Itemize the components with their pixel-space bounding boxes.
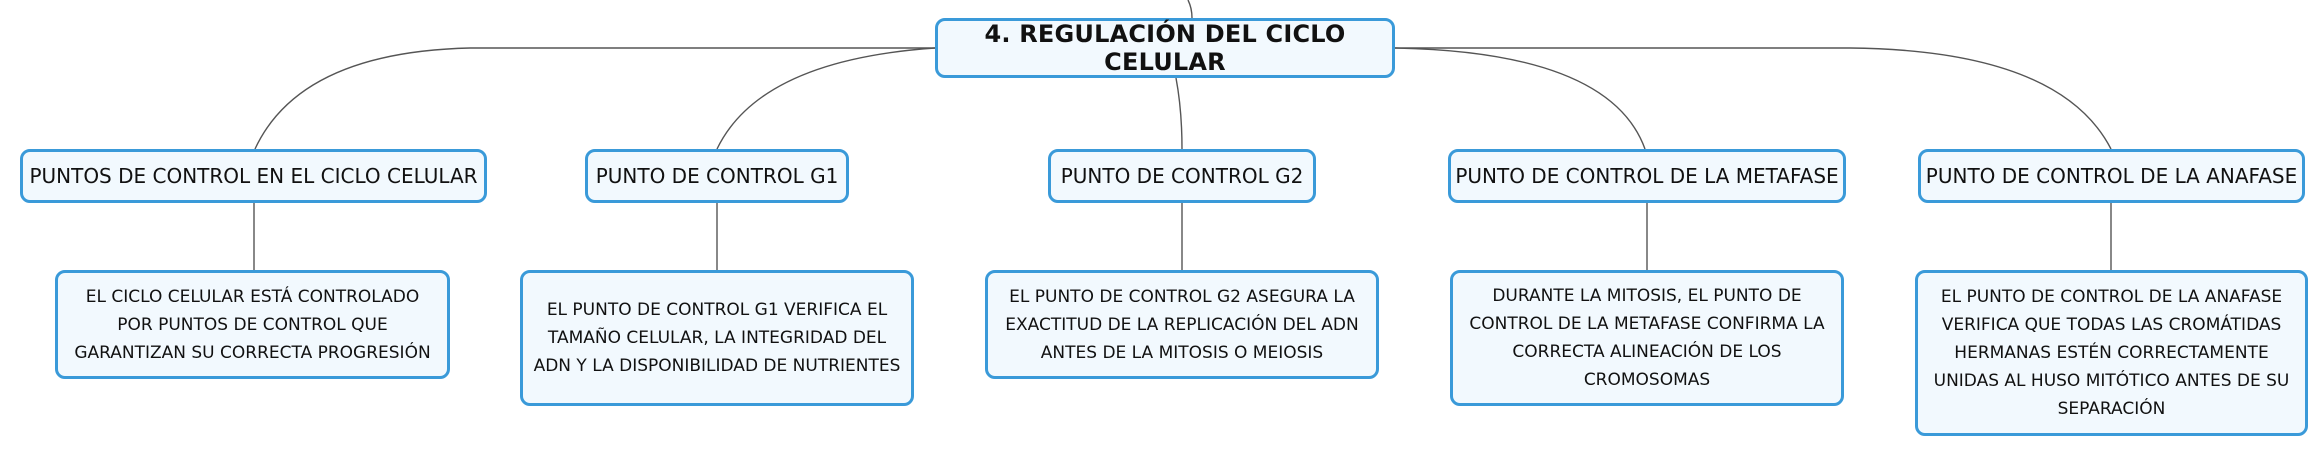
detail-text: EL PUNTO DE CONTROL G2 ASEGURA LA EXACTI… [1005, 286, 1359, 363]
detail-punto-control-metafase[interactable]: DURANTE LA MITOSIS, EL PUNTO DE CONTROL … [1450, 270, 1844, 406]
connector-root-topic-4 [1394, 47, 1646, 150]
detail-text: EL CICLO CELULAR ESTÁ CONTROLADO POR PUN… [74, 286, 431, 363]
topic-punto-control-anafase[interactable]: PUNTO DE CONTROL DE LA ANAFASE [1918, 149, 2305, 203]
topic-punto-control-metafase[interactable]: PUNTO DE CONTROL DE LA METAFASE [1448, 149, 1846, 203]
connector-root-topic-5 [1395, 47, 2112, 150]
detail-puntos-de-control[interactable]: EL CICLO CELULAR ESTÁ CONTROLADO POR PUN… [55, 270, 450, 379]
detail-punto-control-anafase[interactable]: EL PUNTO DE CONTROL DE LA ANAFASE VERIFI… [1915, 270, 2308, 436]
root-topic[interactable]: 4. REGULACIÓN DEL CICLO CELULAR [935, 18, 1395, 78]
topic-puntos-de-control[interactable]: PUNTOS DE CONTROL EN EL CICLO CELULAR [20, 149, 487, 203]
detail-text: DURANTE LA MITOSIS, EL PUNTO DE CONTROL … [1469, 286, 1825, 390]
topic-punto-control-g1[interactable]: PUNTO DE CONTROL G1 [585, 149, 849, 203]
topic-label: PUNTO DE CONTROL DE LA METAFASE [1455, 164, 1839, 188]
connector-root-topic-3 [1175, 77, 1183, 150]
connector-root-topic-2 [716, 47, 936, 150]
detail-text: EL PUNTO DE CONTROL DE LA ANAFASE VERIFI… [1933, 287, 2290, 419]
topic-punto-control-g2[interactable]: PUNTO DE CONTROL G2 [1048, 149, 1316, 203]
topic-label: PUNTOS DE CONTROL EN EL CICLO CELULAR [29, 164, 478, 188]
detail-text: EL PUNTO DE CONTROL G1 VERIFICA EL TAMAÑ… [533, 300, 901, 376]
connector-root-topic-1 [254, 47, 935, 150]
detail-punto-control-g1[interactable]: EL PUNTO DE CONTROL G1 VERIFICA EL TAMAÑ… [520, 270, 914, 406]
topic-label: PUNTO DE CONTROL G1 [595, 164, 839, 188]
root-topic-label: 4. REGULACIÓN DEL CICLO CELULAR [984, 20, 1346, 76]
topic-label: PUNTO DE CONTROL G2 [1060, 164, 1304, 188]
parent-connector [1187, 0, 1193, 19]
detail-punto-control-g2[interactable]: EL PUNTO DE CONTROL G2 ASEGURA LA EXACTI… [985, 270, 1379, 379]
topic-label: PUNTO DE CONTROL DE LA ANAFASE [1925, 164, 2298, 188]
